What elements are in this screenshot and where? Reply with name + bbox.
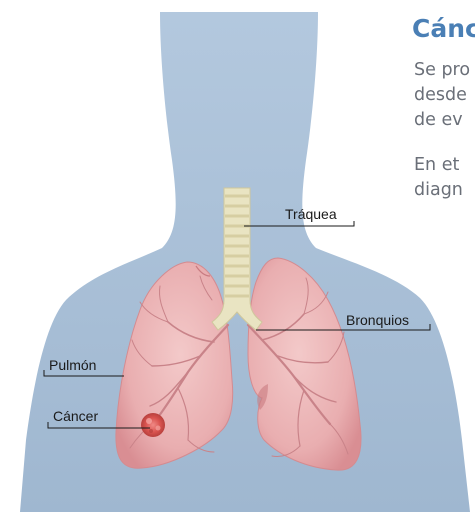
bronchi-label: Bronquios bbox=[346, 312, 409, 328]
tumor bbox=[141, 413, 165, 437]
trachea-label: Tráquea bbox=[285, 206, 337, 222]
lung-label: Pulmón bbox=[49, 357, 96, 373]
cancer-label: Cáncer bbox=[53, 408, 98, 424]
